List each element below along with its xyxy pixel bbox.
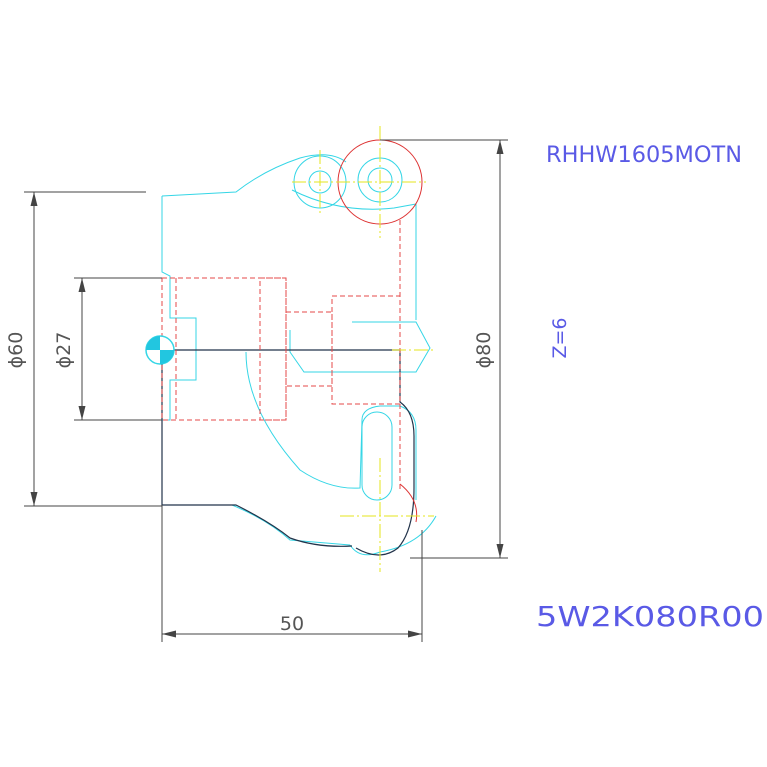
section-profile (161, 349, 415, 556)
body-code-label: 5W2K080R00 (536, 600, 764, 633)
dim-50-arrow-right (408, 630, 422, 638)
dim-27-arrow-bottom (78, 406, 86, 420)
dim-27-arrow-top (78, 278, 86, 292)
dim-outer-diameter-label: ϕ60 (5, 332, 27, 369)
chip-pocket (289, 321, 431, 373)
dimensions (24, 139, 508, 642)
insert-arc-bottom (399, 483, 418, 523)
part-code-label: RHHW1605MOTN (546, 143, 742, 168)
upper-flute (291, 189, 417, 320)
dim-50-arrow-left (162, 630, 176, 638)
dim-bore-diameter-label: ϕ27 (53, 332, 75, 369)
dim-cutting-diameter-label: ϕ80 (473, 332, 495, 369)
slot-pocket (361, 411, 393, 501)
origin-quadrant-a (146, 336, 160, 350)
part-outline (161, 154, 437, 556)
hidden-lines (161, 220, 401, 490)
origin-marker (145, 335, 175, 365)
lower-insert-outline (349, 515, 437, 556)
dim-80-arrow-bottom (496, 544, 504, 558)
dim-60-arrow-bottom (30, 492, 38, 506)
dim-60-arrow-top (30, 192, 38, 206)
flute-outline (245, 351, 417, 500)
hidden-bore (161, 277, 287, 421)
hidden-keyway (285, 311, 333, 387)
origin-quadrant-b (160, 350, 174, 364)
hidden-step (259, 277, 287, 421)
teeth-label: Z=6 (549, 317, 571, 358)
dim-80-arrow-top (496, 140, 504, 154)
center-lines (292, 126, 436, 572)
dim-height-label: 50 (280, 613, 304, 635)
